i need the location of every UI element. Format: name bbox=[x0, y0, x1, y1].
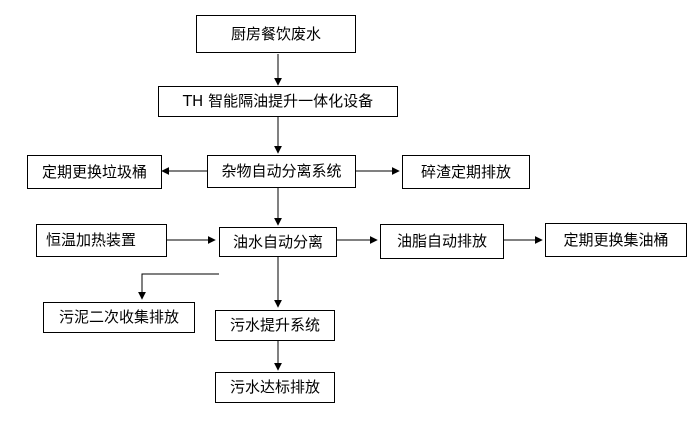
node-th-grease-lift-unit: TH 智能隔油提升一体化设备 bbox=[158, 86, 398, 117]
node-sludge-secondary-discharge: 污泥二次收集排放 bbox=[43, 302, 195, 333]
node-sewage-lift-system: 污水提升系统 bbox=[215, 310, 335, 341]
node-constant-temp-heater: 恒温加热装置 bbox=[36, 224, 167, 257]
arrow-n7-to-n10 bbox=[138, 273, 219, 300]
node-residue-discharge: 碎渣定期排放 bbox=[402, 155, 530, 189]
node-grease-auto-discharge: 油脂自动排放 bbox=[380, 224, 504, 259]
node-oil-water-separation: 油水自动分离 bbox=[219, 227, 337, 257]
node-replace-trash-bin: 定期更换垃圾桶 bbox=[27, 155, 162, 189]
node-replace-oil-bucket: 定期更换集油桶 bbox=[545, 223, 687, 257]
node-sewage-compliant-discharge: 污水达标排放 bbox=[215, 372, 335, 403]
node-kitchen-wastewater: 厨房餐饮废水 bbox=[196, 15, 356, 53]
node-debris-auto-separation: 杂物自动分离系统 bbox=[207, 155, 356, 188]
